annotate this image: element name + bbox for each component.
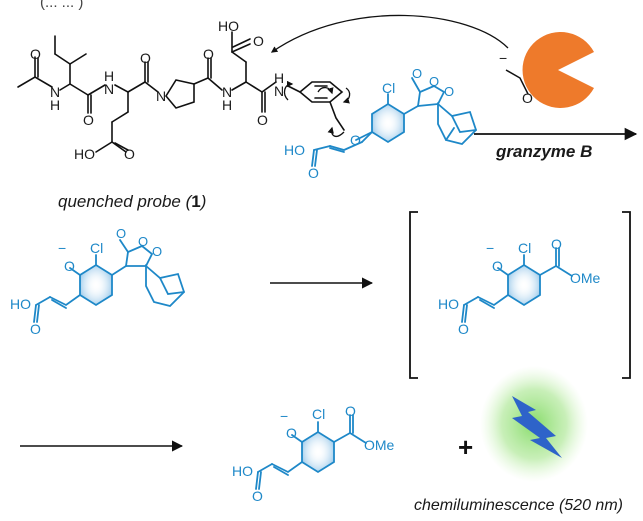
atom-n: N [274,83,285,99]
atom-n: N [222,84,233,100]
excited-ester-intermediate [461,247,573,323]
atom-o-ester-product: O [345,403,356,419]
atom-ho-probe: HO [284,142,305,158]
probe-label-number: 1 [191,192,201,211]
atom-n: N [104,81,115,97]
atom-o-enzyme: O [522,90,533,106]
peptide-backbone [17,31,345,153]
atom-h: H [222,97,233,113]
atom-o-acid-2: O [30,321,41,337]
atom-o-dioxetane-2b: O [152,244,163,259]
atom-n: N [50,84,61,100]
ground-state-ester [255,414,367,490]
atom-n-proline: N [156,88,167,104]
atom-o-phenolate: O [64,258,75,274]
atom-o-product: O [286,425,297,441]
atom-cl-intermediate: Cl [518,240,532,256]
atom-ome-product: OMe [364,437,395,453]
probe-chromophore [311,77,478,167]
atom-ho-glu: HO [74,146,95,162]
atom-minus-enzyme: − [499,50,508,66]
lightning-bolt-icon [480,366,588,482]
atom-cl-product: Cl [312,406,326,422]
atom-h: H [274,70,285,86]
atom-o-dioxetane-probe-2: O [444,84,455,99]
intermediate-brackets [409,211,631,379]
enzyme-label: granzyme B [496,142,593,161]
atom-o-carbonyl-2: O [140,50,151,66]
probe-label: quenched probe (1) [58,192,206,212]
atom-o-carbonyl-3: O [203,46,214,62]
atom-ho-product: HO [232,463,253,479]
atom-ho-2: HO [10,296,31,312]
atom-minus-product: − [280,408,289,424]
enzyme-pacman-icon [505,32,594,109]
atom-o-carbonyl-4: O [257,112,268,128]
atom-ome-intermediate: OMe [570,270,601,286]
atom-h: H [104,68,115,84]
atom-o-intermediate: O [492,258,503,274]
atom-o-acid-intermediate: O [458,321,469,337]
atom-o-carbonyl-1: O [83,112,94,128]
atom-minus-intermediate: − [486,240,495,256]
enzyme-attack-arrow [270,14,509,53]
atom-minus-phenolate: − [58,240,67,256]
electron-push-arrows [283,80,351,137]
atom-o-glu: O [124,146,135,162]
atom-o-probe-acid: O [308,165,319,181]
probe-label-pre: quenched probe ( [58,192,192,211]
phenolate-dioxetane [33,239,186,323]
atom-ho-intermediate: HO [438,296,459,312]
atom-h: H [50,97,61,113]
top-caption: (... ... ) [40,0,84,11]
atom-o-dioxetane-probe-1: O [429,74,440,89]
emission-label: chemiluminescence (520 nm) [414,497,623,514]
probe-label-post: ) [200,192,207,211]
atom-o-methoxy-probe: O [412,66,423,81]
atom-o-methoxy-2: O [116,226,127,241]
atom-o-asp: O [253,33,264,49]
atom-o-dioxetane-2a: O [138,234,149,249]
plus-sign: + [458,432,474,462]
atom-o-acid-product: O [252,488,263,504]
atom-o-acetyl: O [30,46,41,62]
atom-ho-asp: HO [218,18,239,34]
atom-o-ester-intermediate: O [551,236,562,252]
atom-cl-probe: Cl [382,80,396,96]
atom-o-ether: O [350,132,361,148]
atom-cl-phenolate: Cl [90,240,104,256]
